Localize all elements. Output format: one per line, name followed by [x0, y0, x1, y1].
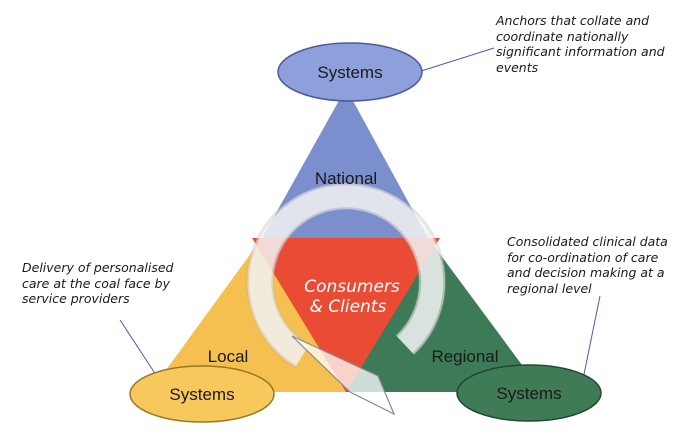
local-systems-node: Systems	[129, 365, 275, 423]
local-systems-label: Systems	[169, 385, 234, 404]
regional-note: Consolidated clinical data for co-ordina…	[507, 234, 668, 296]
national-leader-line	[417, 47, 495, 73]
national-label: National	[315, 169, 377, 188]
arrow-head	[291, 335, 396, 416]
consumers-segment	[252, 238, 440, 392]
regional-label: Regional	[431, 347, 498, 366]
cycle-arrow	[246, 182, 447, 416]
regional-segment	[346, 238, 542, 392]
local-note: Delivery of personalised care at the coa…	[22, 260, 174, 306]
national-systems-node: Systems	[277, 42, 423, 102]
regional-leader-line	[581, 295, 601, 385]
regional-systems-label: Systems	[496, 384, 561, 403]
national-note: Anchors that collate and coordinate nati…	[496, 13, 665, 75]
national-systems-label: Systems	[317, 63, 382, 82]
consumers-label-line2: & Clients	[310, 297, 387, 317]
local-leader-line	[119, 319, 159, 379]
consumers-label-line1: Consumers	[304, 277, 400, 297]
regional-systems-node: Systems	[456, 364, 602, 422]
local-label: Local	[208, 347, 249, 366]
